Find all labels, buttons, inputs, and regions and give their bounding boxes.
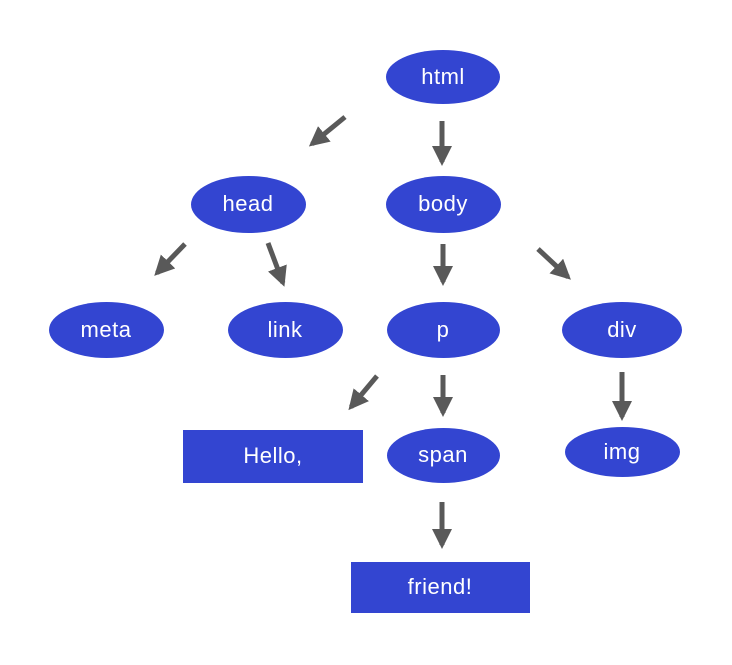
node-meta: meta [48, 302, 164, 358]
node-label: html [421, 64, 465, 89]
node-label: body [418, 191, 468, 216]
node-label: p [436, 317, 450, 342]
node-div: div [562, 302, 682, 358]
node-body: body [385, 175, 501, 233]
node-label: meta [80, 317, 132, 342]
node-link: link [227, 302, 343, 358]
node-hello: Hello, [183, 429, 363, 483]
node-label: link [267, 317, 303, 342]
node-label: div [607, 317, 637, 342]
node-span: span [386, 427, 500, 483]
node-img: img [564, 427, 680, 477]
node-label: span [418, 442, 468, 467]
node-html: html [386, 50, 500, 104]
node-label: friend! [407, 574, 473, 599]
node-p: p [386, 302, 500, 358]
node-label: img [603, 439, 641, 464]
node-head: head [190, 175, 306, 233]
node-label: Hello, [243, 443, 303, 468]
node-friend: friend! [350, 561, 530, 613]
node-label: head [222, 191, 274, 216]
